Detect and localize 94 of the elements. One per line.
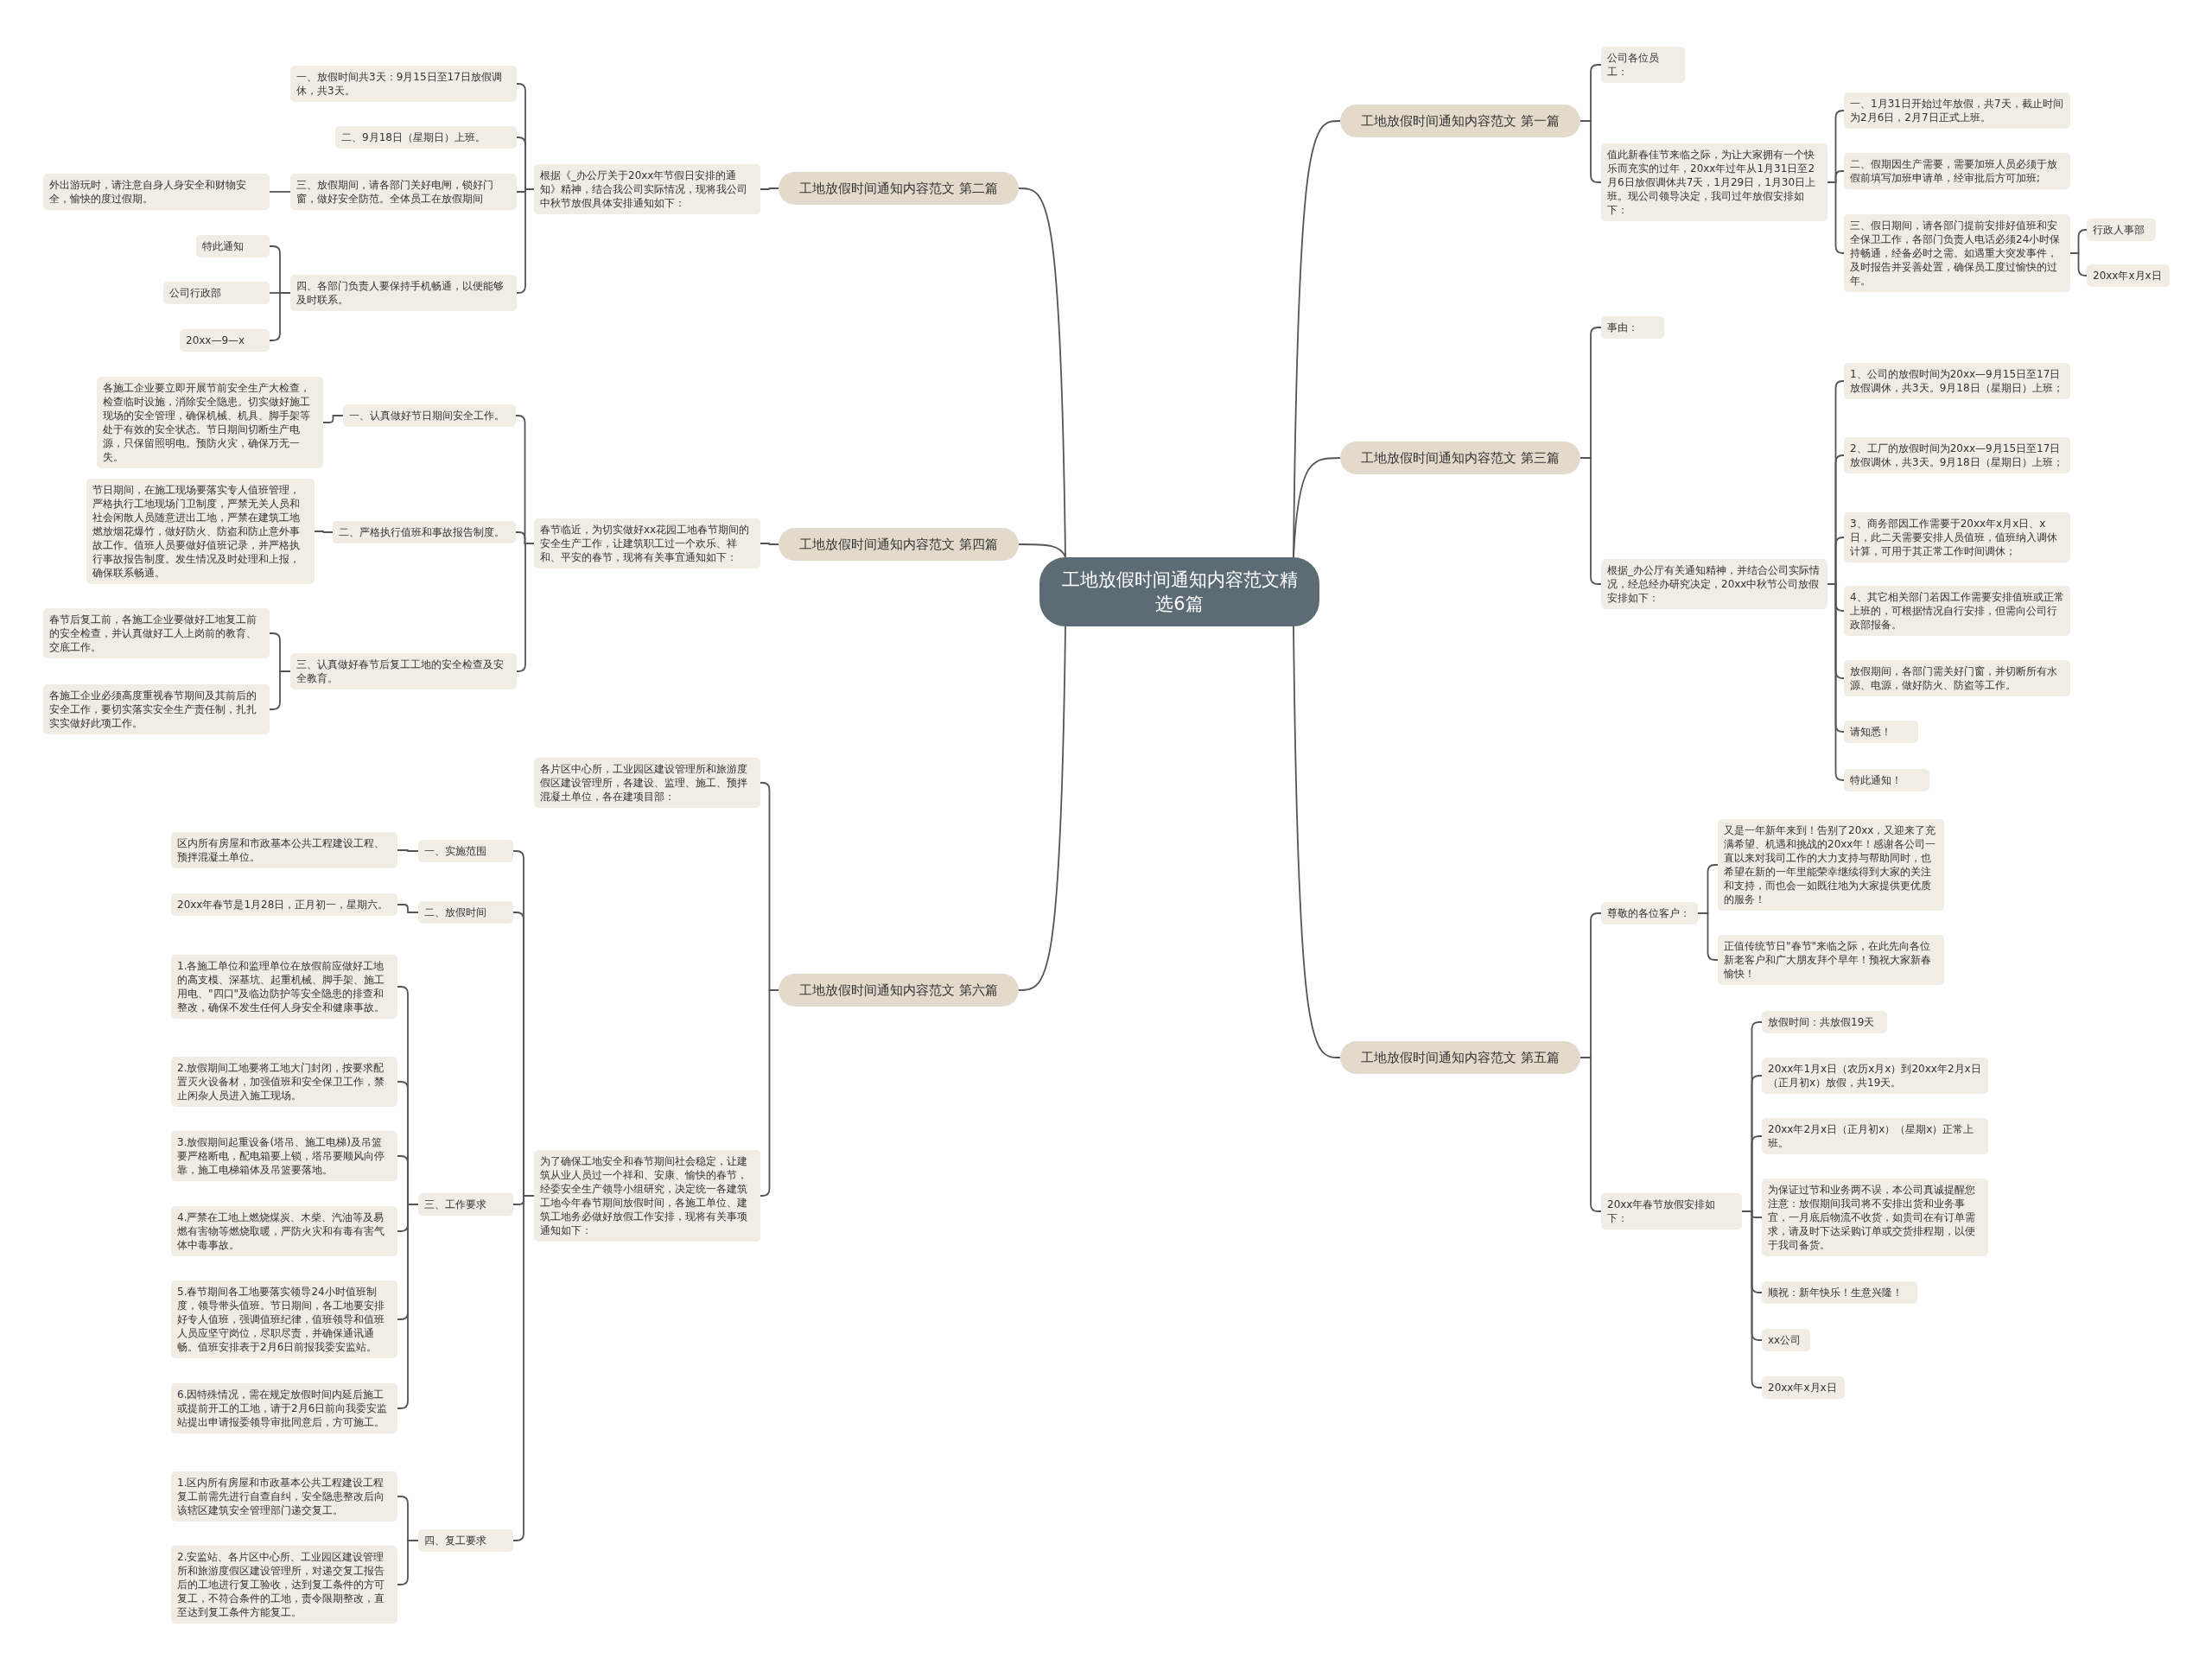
note-card: 三、放假期间，请各部门关好电闸，锁好门窗，做好安全防范。全体员工在放假期间 — [290, 174, 517, 210]
note-card: 放假期间，各部门需关好门窗，并切断所有水源、电源，做好防火、防盗等工作。 — [1844, 660, 2070, 696]
note-card: 4、其它相关部门若因工作需要安排值班或正常上班的，可根据情况自行安排，但需向公司行政部报备。 — [1844, 586, 2070, 636]
connector-line — [760, 543, 779, 545]
topic-card: 工地放假时间通知内容范文 第五篇 — [1340, 1041, 1580, 1074]
note-card: 区内所有房屋和市政基本公共工程建设工程、预拌混凝土单位。 — [171, 832, 397, 868]
note-card: 根据_办公厅有关通知精神，并结合公司实际情况，经总经办研究决定，20xx中秋节公司放假安排如下： — [1601, 559, 1827, 609]
note-card: 为保证过节和业务两不误，本公司真诚提醒您注意：放假期间我司将不安排出货和业务事宜，一月底后物流不收货，如贵司在有订单需求，请及时下达采购订单或交货排程期，以便于我司备货。 — [1762, 1179, 1988, 1256]
connector-line — [1293, 626, 1341, 1058]
note-card: 各片区中心所，工业园区建设管理所和旅游度假区建设管理所，各建设、监理、施工、预拌混凝土单位，各在建项目部： — [534, 758, 760, 808]
note-card: 5.春节期间各工地要落实领导24小时值班制度，领导带头值班。节日期间，各工地要安排好专人值班，强调值班纪律，值班领导和值班人员应坚守岗位，尽职尽责，并确保通讯通畅。值班安排表于2月6日前报我委安监站。 — [171, 1280, 397, 1358]
note-card: 20xx年春节是1月28日，正月初一，星期六。 — [171, 893, 397, 916]
note-card: 二、放假时间 — [418, 901, 513, 924]
note-card: 请知悉！ — [1844, 721, 1918, 743]
connector-line — [269, 670, 291, 710]
note-card: 20xx年1月x日（农历x月x）到20xx年2月x日（正月初x）放假，共19天。 — [1762, 1058, 1988, 1094]
connector-line — [2069, 252, 2088, 276]
note-card: 3、商务部因工作需要于20xx年x月x日、x日，此二天需要安排人员值班，值班纳入调休计算，可用于其正常工作时间调休； — [1844, 512, 2070, 562]
note-card: 三、工作要求 — [418, 1193, 513, 1216]
connector-line — [516, 543, 535, 672]
note-card: 4.严禁在工地上燃烧煤炭、木柴、汽油等及易燃有害物等燃烧取暖，严防火灾和有毒有害气体中毒事故。 — [171, 1206, 397, 1256]
note-card: 根据《_办公厅关于20xx年节假日安排的通知》精神，结合我公司实际情况，现将我公司中秋节放假具体安排通知如下： — [534, 164, 760, 214]
connector-line — [1293, 457, 1341, 558]
connector-line — [1018, 543, 1066, 558]
connector-line — [1741, 1210, 1763, 1388]
connector-line — [397, 1204, 419, 1409]
connector-line — [397, 1540, 419, 1585]
topic-card: 工地放假时间通知内容范文 第三篇 — [1340, 442, 1580, 474]
connector-line — [269, 292, 291, 341]
note-card: 特此通知！ — [1844, 769, 1929, 791]
connector-line — [322, 415, 344, 423]
note-card: 节日期间，在施工现场要落实专人值班管理，严格执行工地现场门卫制度，严禁无关人员和社会闲散人员随意进出工地，严禁在建筑工地燃放烟花爆竹，做好防火、防盗和防止意外事故工作。值班人员要做好值班记录，并严格执行事故报告制度。发生情况及时处理和上报，确保联系畅通。 — [86, 479, 315, 584]
connector-line — [1580, 1057, 1602, 1212]
note-card: 春节临近，为切实做好xx花园工地春节期间的安全生产工作，让建筑职工过一个欢乐、祥和、平安的春节，现将有关事宜通知如下： — [534, 518, 760, 569]
note-card: 顺祝：新年快乐！生意兴隆！ — [1762, 1281, 1917, 1304]
note-card: 事由： — [1601, 316, 1664, 339]
connector-line — [516, 188, 535, 294]
connector-line — [1827, 181, 1845, 254]
note-card: 20xx年春节放假安排如下： — [1601, 1193, 1742, 1229]
connector-line — [1580, 120, 1602, 183]
note-card: xx公司 — [1762, 1329, 1810, 1351]
note-card: 一、认真做好节日期间安全工作。 — [343, 404, 516, 427]
note-card: 行政人事部 — [2087, 219, 2156, 241]
note-card: 1.各施工单位和监理单位在放假前应做好工地的高支模、深基坑、起重机械、脚手架、施工用电、"四口"及临边防护等安全隐患的排查和整改，确保不发生任何人身安全和健康事故。 — [171, 955, 397, 1019]
connector-line — [760, 989, 779, 1197]
topic-card: 工地放假时间通知内容范文 第一篇 — [1340, 105, 1580, 137]
note-card: 值此新春佳节来临之际，为让大家拥有一个快乐而充实的过年，20xx年过年从1月31日至2月6日放假调休共7天，1月29日，1月30日上班。现公司领导决定，我司过年放假安排如下： — [1601, 143, 1827, 221]
note-card: 二、严格执行值班和事故报告制度。 — [333, 521, 516, 543]
note-card: 1、公司的放假时间为20xx—9月15日至17日放假调休，共3天。9月18日（星期日）上班； — [1844, 363, 2070, 399]
note-card: 1.区内所有房屋和市政基本公共工程建设工程复工前需先进行自查自纠，安全隐患整改后向该辖区建筑安全管理部门递交复工。 — [171, 1471, 397, 1522]
connector-line — [314, 531, 334, 533]
note-card: 放假时间：共放假19天 — [1762, 1011, 1887, 1033]
note-card: 20xx—9—x — [180, 329, 270, 352]
note-card: 尊敬的各位客户： — [1601, 902, 1698, 924]
note-card: 2.放假期间工地要将工地大门封闭，按要求配置灭火设备材，加强值班和安全保卫工作，禁止闲杂人员进入施工现场。 — [171, 1057, 397, 1107]
topic-card: 工地放假时间通知内容范文 第六篇 — [779, 974, 1019, 1007]
note-card: 二、9月18日（星期日）上班。 — [335, 126, 517, 149]
topic-card: 工地放假时间通知内容范文 第四篇 — [779, 528, 1019, 561]
note-card: 四、各部门负责人要保持手机畅通，以便能够及时联系。 — [290, 275, 517, 311]
note-card: 各施工企业要立即开展节前安全生产大检查，检查临时设施，消除安全隐患。切实做好施工现场的安全管理，确保机械、机具、脚手架等处于有效的安全状态。节日期间切断生产电源，只保留照明电。预防火灾，确保万无一失。 — [97, 377, 323, 468]
topic-card: 工地放假时间通知内容范文 第二篇 — [779, 172, 1019, 205]
note-card: 四、复工要求 — [418, 1529, 513, 1552]
central-topic: 工地放假时间通知内容范文精选6篇 — [1039, 557, 1319, 626]
note-card: 一、实施范围 — [418, 840, 513, 862]
connector-line — [1580, 457, 1602, 585]
note-card: 三、假日期间，请各部门提前安排好值班和安全保卫工作，各部门负责人电话必须24小时保持畅通，经备必时之需。如遇重大突发事件，及时报告并妥善处置，确保员工度过愉快的过年。 — [1844, 214, 2070, 292]
note-card: 为了确保工地安全和春节期间社会稳定，让建筑从业人员过一个祥和、安康、愉快的春节，经委安全生产领导小组研究，决定统一各建筑工地今年春节期间放假时间，各施工单位、建筑工地务必做好放假工作安排，现将有关事项通知如下： — [534, 1150, 760, 1242]
connector-line — [1018, 626, 1066, 991]
note-card: 20xx年x月x日 — [1762, 1376, 1845, 1399]
note-card: 3.放假期间起重设备(塔吊、施工电梯)及吊篮要严格断电，配电箱要上锁，塔吊要顺风向停靠，施工电梯箱体及吊篮要落地。 — [171, 1131, 397, 1181]
note-card: 三、认真做好春节后复工工地的安全检查及安全教育。 — [290, 653, 517, 689]
note-card: 公司行政部 — [163, 282, 270, 304]
connector-line — [1827, 583, 1845, 781]
note-card: 20xx年x月x日 — [2087, 264, 2170, 287]
connector-line — [1697, 912, 1719, 961]
note-card: 2.安监站、各片区中心所、工业园区建设管理所和旅游度假区建设管理所，对递交复工报告后的工地进行复工验收，达到复工条件的方可复工，不符合条件的工地，责令限期整改，直至达到复工条件方能复工。 — [171, 1546, 397, 1623]
note-card: 特此通知 — [196, 235, 270, 257]
note-card: 又是一年新年来到！告别了20xx，又迎来了充满希望、机遇和挑战的20xx年！感谢各公司一直以来对我司工作的大力支持与帮助同时，也希望在新的一年里能荣幸继续得到大家的关注和支持，而也会一如既往地为大家提供更优质的服务！ — [1718, 819, 1944, 911]
note-card: 外出游玩时，请注意自身人身安全和财物安全，愉快的度过假期。 — [43, 174, 270, 210]
note-card: 20xx年2月x日（正月初x）（星期x）正常上班。 — [1762, 1118, 1988, 1154]
note-card: 2、工厂的放假时间为20xx—9月15日至17日放假调休，共3天。9月18日（星期日）上班； — [1844, 437, 2070, 473]
note-card: 春节后复工前，各施工企业要做好工地复工前的安全检查，并认真做好工人上岗前的教育、交底工作。 — [43, 608, 270, 658]
note-card: 公司各位员工： — [1601, 47, 1685, 83]
note-card: 一、放假时间共3天：9月15日至17日放假调休，共3天。 — [290, 66, 517, 102]
note-card: 各施工企业必须高度重视春节期间及其前后的安全工作，要切实落实安全生产责任制，扎扎实实做好此项工作。 — [43, 684, 270, 734]
note-card: 一、1月31日开始过年放假，共7天，截止时间为2月6日，2月7日正式上班。 — [1844, 92, 2070, 129]
connector-line — [1018, 187, 1066, 558]
connector-line — [760, 187, 779, 190]
note-card: 6.因特殊情况，需在规定放假时间内延后施工或提前开工的工地，请于2月6日前向我委安监站提出申请报委领导审批同意后，方可施工。 — [171, 1383, 397, 1433]
note-card: 正值传统节日"春节"来临之际，在此先向各位新老客户和广大朋友拜个早年！预祝大家新春愉快！ — [1718, 935, 1944, 985]
connector-line — [269, 191, 291, 193]
connector-line — [397, 849, 419, 852]
connector-line — [397, 904, 419, 913]
note-card: 二、假期因生产需要，需要加班人员必须于放假前填写加班申请单，经审批后方可加班; — [1844, 153, 2070, 189]
